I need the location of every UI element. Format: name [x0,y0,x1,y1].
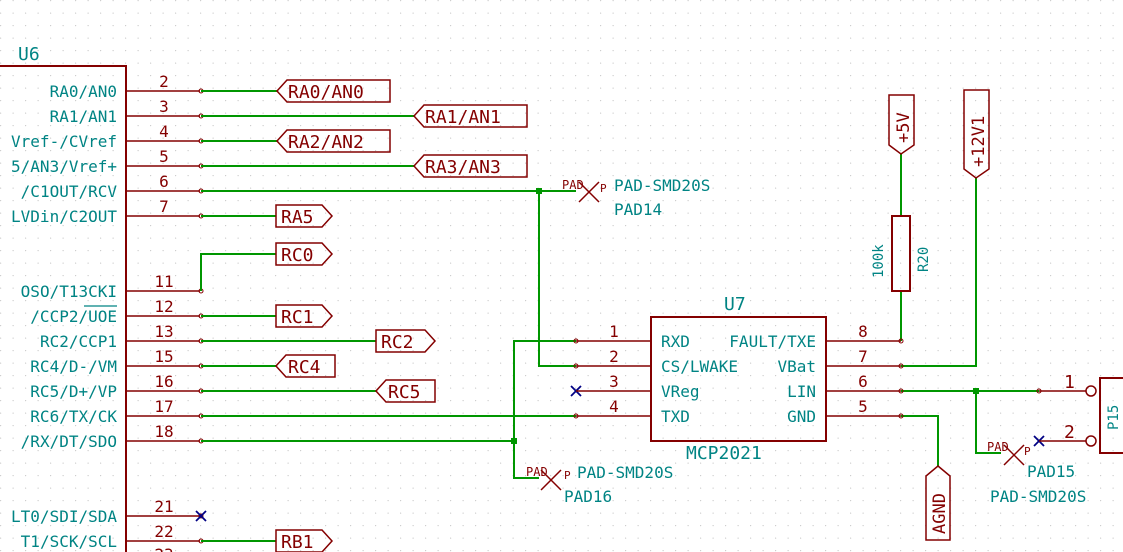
pad14-reference: PAD14 [614,200,662,219]
pad16-value: PAD-SMD20S [577,463,673,482]
net-label-rc2: RC2 [381,332,414,353]
pad15: PAD P PAD15 PAD-SMD20S [987,440,1086,506]
u6-pin-number: 15 [154,347,173,366]
connector-p15: 1 2 P15 [1036,372,1123,454]
u7-pin-name: VBat [777,357,816,376]
u6-pin-name: /CCP2/UOE [30,307,117,326]
pad15-pin-number: P [1024,445,1031,458]
u7-pin-name: TXD [661,407,690,426]
u6-pin-name: RA1/AN1 [50,107,117,126]
u7-reference: U7 [724,294,746,315]
u6-body [0,65,127,552]
u7-pin-number: 4 [609,397,619,416]
u6-pin-name: Vref-/CVref [11,132,117,151]
net-label-ra1: RA1/AN1 [425,107,501,128]
u7-pin-number: 5 [858,397,868,416]
net-label-rc1: RC1 [281,307,314,328]
u7-pin-name: CS/LWAKE [661,357,738,376]
u7-pin-name: GND [787,407,816,426]
pad14-value: PAD-SMD20S [614,176,710,195]
u6-reference: U6 [18,44,40,65]
u6-pin-name: T1/SCK/SCL [21,532,117,551]
p15-pin-number: 1 [1064,372,1075,393]
u6-pin-number: 5 [159,147,169,166]
u7-symbol: U7 MCP2021 1 2 3 4 8 7 6 5 [573,294,904,464]
net-label-rc4: RC4 [288,357,321,378]
u7-pin-number: 6 [858,372,868,391]
u7-pin-name: VReg [661,382,700,401]
u6-pin-number: 16 [154,372,173,391]
resistor-r20: R20 100k [871,215,932,292]
u6-pin-number: 11 [154,272,173,291]
p15-pin-number: 2 [1064,422,1075,443]
u6-pin-number: 3 [159,97,169,116]
u6-pin-number: 2 [159,72,169,91]
u7-pin-number: 7 [858,347,868,366]
u6-pin-number: 4 [159,122,169,141]
r20-value: 100k [871,244,887,278]
u6-pin-name: RC4/D-/VM [30,357,117,376]
u6-pin-number: 7 [159,197,169,216]
net-label-rc0: RC0 [281,245,314,266]
pad16-reference: PAD16 [564,487,612,506]
net-label-ra5: RA5 [281,207,314,228]
r20-reference: R20 [916,247,932,272]
power-plus5v: +5V [888,94,915,155]
u6-pin-name: RC2/CCP1 [40,332,117,351]
u7-pin-number: 2 [609,347,619,366]
u6-pin-name: LT0/SDI/SDA [11,507,117,526]
u7-pin-name: LIN [787,382,816,401]
pad16: PAD P PAD-SMD20S PAD16 [526,463,673,506]
u6-pin-name: RC6/TX/CK [30,407,117,426]
u6-pin-number: 17 [154,397,173,416]
u6-symbol: U6 RA0/AN0 [0,44,204,552]
u6-pin-name: 5/AN3/Vref+ [11,157,117,176]
u6-pin-name: /C1OUT/RCV [21,182,118,201]
p15-reference: P15 [1106,405,1122,430]
u6-pin-number: 13 [154,322,173,341]
net-label-rb1: RB1 [281,532,314,552]
pad16-pin-number: P [564,469,571,482]
u6-pin-number: 23 [154,545,173,552]
power-agnd: AGND [925,465,951,541]
pad14-pin-label: PAD [562,178,584,192]
agnd-label: AGND [930,493,950,534]
pad15-pin-label: PAD [987,440,1009,454]
net-label-ra3: RA3/AN3 [425,157,501,178]
plus12v1-label: +12V1 [969,116,989,167]
u6-pin-name: /RX/DT/SDO [21,432,117,451]
net-label-ra2: RA2/AN2 [288,132,364,153]
pad14: PAD P PAD-SMD20S PAD14 [562,176,710,219]
u7-pin-number: 3 [609,372,619,391]
u6-pin-name: RA0/AN0 [50,82,117,101]
u7-pin-name: FAULT/TXE [729,332,816,351]
net-label-rc5: RC5 [388,382,421,403]
plus5v-label: +5V [894,112,914,143]
u6-pin-number: 12 [154,297,173,316]
u7-value: MCP2021 [686,443,762,464]
pad15-reference: PAD15 [1027,462,1075,481]
u7-pin-name: RXD [661,332,690,351]
u6-pin-name: LVDin/C2OUT [11,207,117,226]
u6-pin-number: 6 [159,172,169,191]
u7-pin-number: 8 [858,322,868,341]
u6-pin-number: 22 [154,522,173,541]
global-labels [274,79,528,552]
pad15-value: PAD-SMD20S [990,487,1086,506]
wires [200,90,1039,542]
u6-pin-name: OSO/T13CKI [21,282,117,301]
u7-pin-number: 1 [609,322,619,341]
pad14-pin-number: P [600,182,607,195]
junctions [511,188,979,444]
u6-pin-name: RC5/D+/VP [30,382,117,401]
u7-body [650,316,827,442]
pad16-pin-label: PAD [526,465,548,479]
u6-pin-number: 18 [154,422,173,441]
power-plus12v1: +12V1 [963,89,990,179]
u6-pin-number: 21 [154,497,173,516]
net-label-ra0: RA0/AN0 [288,82,364,103]
